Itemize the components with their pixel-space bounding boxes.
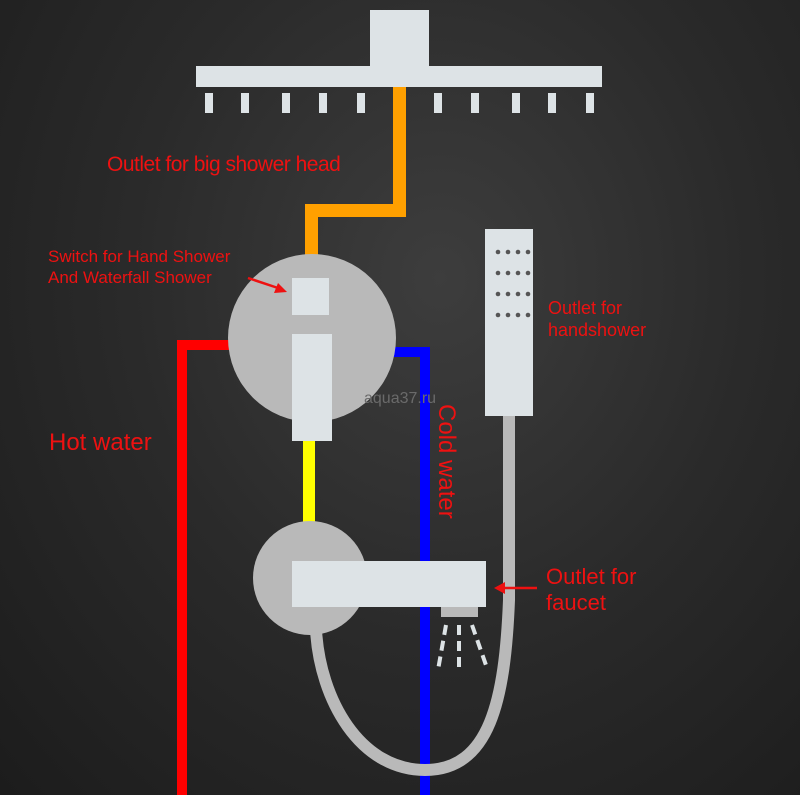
diverter-switch[interactable]: [228, 254, 396, 441]
label-hot-water: Hot water: [49, 429, 152, 456]
faucet-spout[interactable]: [292, 561, 486, 607]
hand-shower-hose: [310, 412, 515, 777]
watermark: aqua37.ru: [364, 390, 436, 407]
hand-shower-nozzles: [495, 249, 531, 318]
faucet-arrow-icon: [494, 582, 537, 594]
cold-water-pipe: [385, 347, 430, 795]
label-switch-line1: Switch for Hand Shower: [48, 247, 231, 266]
switch-lever[interactable]: [292, 334, 332, 441]
label-handshower-line1: Outlet for: [548, 298, 622, 318]
label-big-shower-head: Outlet for big shower head: [107, 153, 340, 176]
label-faucet-line1: Outlet for: [546, 564, 636, 589]
switch-knob[interactable]: [292, 278, 329, 315]
label-faucet-line2: faucet: [546, 590, 606, 615]
hot-water-pipe: [177, 340, 245, 795]
big-shower-head: [196, 10, 602, 113]
hand-shower[interactable]: [485, 229, 533, 416]
big-head-pipe: [305, 87, 406, 262]
switch-arrow-icon: [247, 276, 287, 293]
label-handshower-line2: handshower: [548, 320, 646, 340]
label-cold-water: Cold water: [433, 404, 460, 519]
faucet-mixer[interactable]: [253, 521, 489, 672]
water-spray-icon: [436, 624, 489, 672]
label-switch-line2: And Waterfall Shower: [48, 268, 212, 287]
